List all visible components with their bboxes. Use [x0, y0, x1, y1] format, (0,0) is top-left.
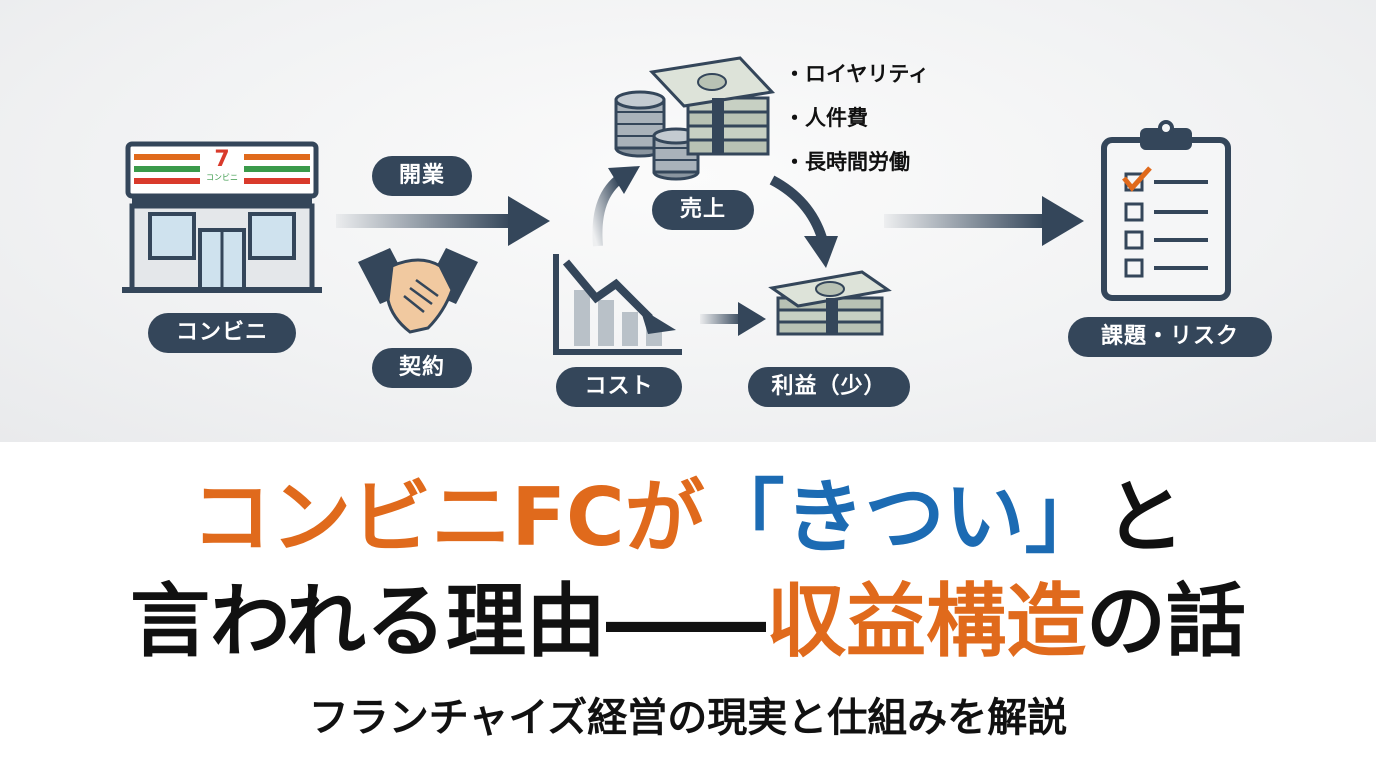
headline-reason-part: 言われる理由――: [130, 575, 766, 668]
clipboard-checklist-icon: [1101, 120, 1231, 301]
headline-story-part: の話: [1086, 575, 1246, 668]
subtitle: フランチャイズ経営の現実と仕組みを解説: [308, 695, 1068, 741]
contract-label: 契約: [372, 348, 472, 388]
issues-label: 課題・リスク: [1068, 317, 1272, 357]
flow-arrow-cost-to-profit: [700, 302, 766, 336]
headline-kitsui-part: 「きつい」: [704, 471, 1105, 564]
flow-arrow-sales-to-profit: [769, 175, 838, 268]
flow-arrow-cost-to-sales: [592, 166, 640, 247]
profit-cash-icon: [768, 270, 892, 336]
headline-line-1: コンビニFCが「きつい」と: [0, 470, 1376, 566]
cost-label: コスト: [556, 367, 682, 407]
store-sign-logo: 7 コンビニ: [200, 148, 244, 190]
profit-label: 利益（少）: [748, 367, 910, 407]
business-flow-diagram: 7 コンビニ コンビニ 開業 契約 売上 コスト 利益（少） 課題・リスク ロイ…: [0, 0, 1376, 442]
cash-stack-icon: [614, 56, 776, 181]
store-icon: [122, 141, 322, 293]
cost-factor-item: 人件費: [784, 100, 929, 144]
sales-label: 売上: [652, 190, 754, 230]
handshake-icon: [358, 248, 478, 334]
flow-arrow-to-issues: [884, 196, 1084, 246]
headline-fc-part: コンビニFCが: [191, 471, 705, 564]
declining-cost-chart-icon: [553, 254, 682, 355]
open-label: 開業: [372, 156, 472, 196]
store-sign-text: コンビニ: [206, 173, 238, 182]
store-label: コンビニ: [148, 313, 296, 353]
headline-to-part: と: [1104, 471, 1185, 564]
cost-factor-list: ロイヤリティ 人件費 長時間労働: [784, 56, 929, 188]
cost-factor-item: ロイヤリティ: [784, 56, 929, 100]
cost-factor-item: 長時間労働: [784, 144, 929, 188]
headline-line-2: 言われる理由――収益構造の話: [0, 574, 1376, 670]
store-sign-number: 7: [214, 147, 230, 172]
diagram-graphics: [122, 56, 1231, 355]
flow-arrow-open: [336, 196, 550, 246]
headline-structure-part: 収益構造: [766, 575, 1086, 668]
